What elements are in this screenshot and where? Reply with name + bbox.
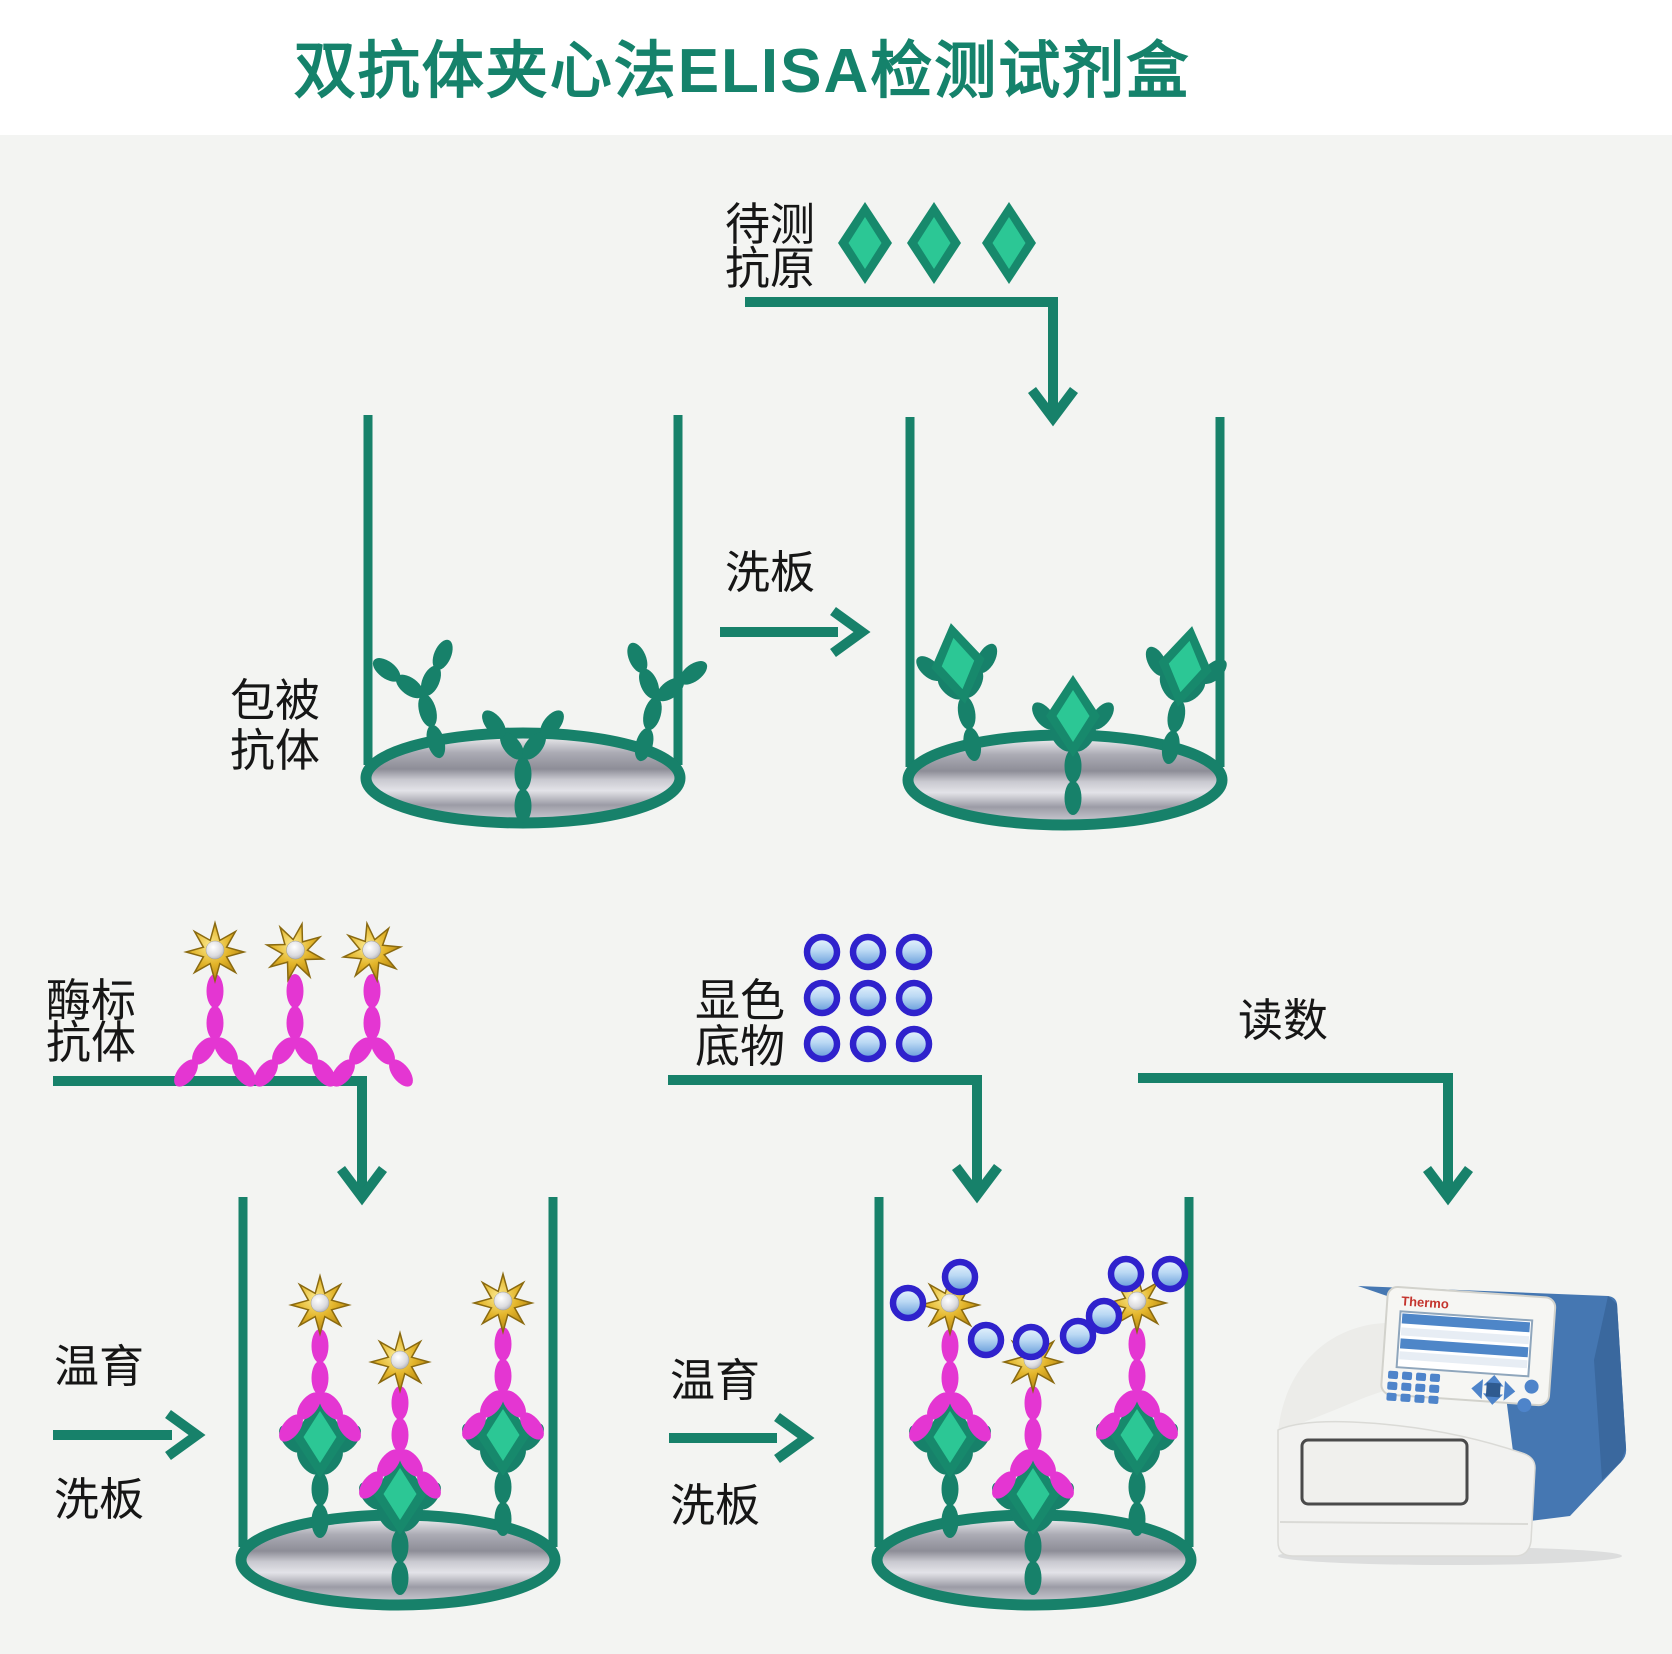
page-title: 双抗体夹心法ELISA检测试剂盒	[294, 37, 1191, 106]
substrate-bead-icon	[807, 937, 837, 967]
screen-row	[1399, 1338, 1529, 1358]
sandwich-complex-icon	[274, 1276, 365, 1538]
reader-keypad	[1386, 1370, 1441, 1404]
label-antigen: 待测 抗原	[725, 199, 815, 294]
flow-arrows	[53, 297, 1473, 1464]
enzyme-star-icon	[185, 922, 245, 982]
plate-reader: Thermo	[1277, 1286, 1627, 1565]
label-incubate-left: 温育	[54, 1341, 144, 1392]
substrate-bead-icon	[1089, 1301, 1119, 1331]
arrow-enzyme-head-icon	[337, 1166, 387, 1206]
reader-plate-drawer	[1300, 1438, 1469, 1506]
substrate-bead-icon	[807, 983, 837, 1013]
detection-antibody-icon	[169, 974, 261, 1091]
label-wash-mid: 洗板	[670, 1480, 760, 1531]
screen-row	[1400, 1327, 1530, 1345]
substrate-bead-icon	[853, 937, 883, 967]
antigen-diamond-icon	[982, 202, 1036, 284]
detection-antibody-icon	[249, 974, 341, 1091]
substrate-bead-icon	[807, 1029, 837, 1059]
antigen-label-line1: 待测	[725, 199, 815, 250]
arrow-enzyme-elbow	[53, 1076, 367, 1191]
arrow-substrate-elbow	[668, 1075, 982, 1189]
free-antigen-group	[838, 202, 1036, 284]
substrate-bead-icon	[1155, 1259, 1185, 1289]
enzyme-antibody-group	[169, 916, 418, 1091]
arrow-substrate-head-icon	[952, 1164, 1002, 1204]
label-incubate-mid: 温育	[670, 1355, 760, 1406]
label-enzyme-antibody: 酶标 抗体	[46, 975, 136, 1068]
thermo-logo: Thermo	[1401, 1293, 1450, 1311]
well-color-development	[877, 1197, 1191, 1605]
label-coating-antibody: 包被 抗体	[230, 675, 320, 776]
label-read: 读数	[1238, 995, 1328, 1046]
reader-button	[1517, 1398, 1532, 1413]
reader-arrow-pad	[1471, 1374, 1516, 1405]
coating-label-line2: 抗体	[230, 725, 320, 776]
reader-control-panel: Thermo	[1380, 1286, 1557, 1413]
substrate-bead-icon	[893, 1288, 923, 1318]
label-wash-left: 洗板	[54, 1474, 144, 1525]
screen-row	[1399, 1351, 1528, 1369]
reader-body-blue	[1358, 1286, 1627, 1522]
label-substrate: 显色 底物	[695, 975, 785, 1072]
antigen-label-line2: 抗原	[725, 243, 815, 294]
arrow-antigen-elbow	[745, 297, 1058, 412]
label-wash-top: 洗板	[725, 547, 815, 598]
substrate-bead-icon	[853, 1029, 883, 1059]
reader-front-seam	[1279, 1521, 1529, 1525]
substrate-bead-icon	[853, 983, 883, 1013]
substrate-label-line1: 显色	[695, 975, 785, 1026]
title-band	[0, 0, 1672, 135]
enzyme-label-line2: 抗体	[46, 1017, 136, 1068]
sandwich-complex-icon	[457, 1274, 548, 1536]
substrate-grid	[807, 937, 929, 1059]
well-sandwich	[241, 1197, 555, 1605]
enzyme-label-line1: 酶标	[46, 975, 136, 1026]
well-coated	[366, 415, 714, 823]
substrate-bead-icon	[1016, 1327, 1046, 1357]
coating-label-line1: 包被	[230, 675, 320, 726]
arrow-incubate-mid-head-icon	[774, 1412, 815, 1464]
arrow-incubate-left-head-icon	[165, 1409, 206, 1461]
reader-button	[1524, 1379, 1539, 1394]
substrate-bead-icon	[971, 1325, 1001, 1355]
antigen-diamond-icon	[838, 202, 892, 284]
arrow-antigen-head-icon	[1028, 387, 1078, 427]
substrate-bead-icon	[899, 937, 929, 967]
well-antigen-bound	[906, 417, 1237, 825]
antigen-diamond-icon	[907, 202, 961, 284]
arrow-read-head-icon	[1423, 1166, 1473, 1206]
arrow-read-elbow	[1138, 1073, 1453, 1191]
reader-body-side	[1594, 1296, 1626, 1480]
substrate-bead-icon	[945, 1262, 975, 1292]
substrate-bead-icon	[899, 1029, 929, 1059]
screen-row	[1401, 1313, 1531, 1333]
detection-antibody-icon	[326, 974, 418, 1091]
substrate-bead-icon	[899, 983, 929, 1013]
arrow-wash-top-head-icon	[830, 606, 871, 658]
substrate-bead-icon	[1111, 1259, 1141, 1289]
substrate-label-line2: 底物	[695, 1021, 785, 1072]
